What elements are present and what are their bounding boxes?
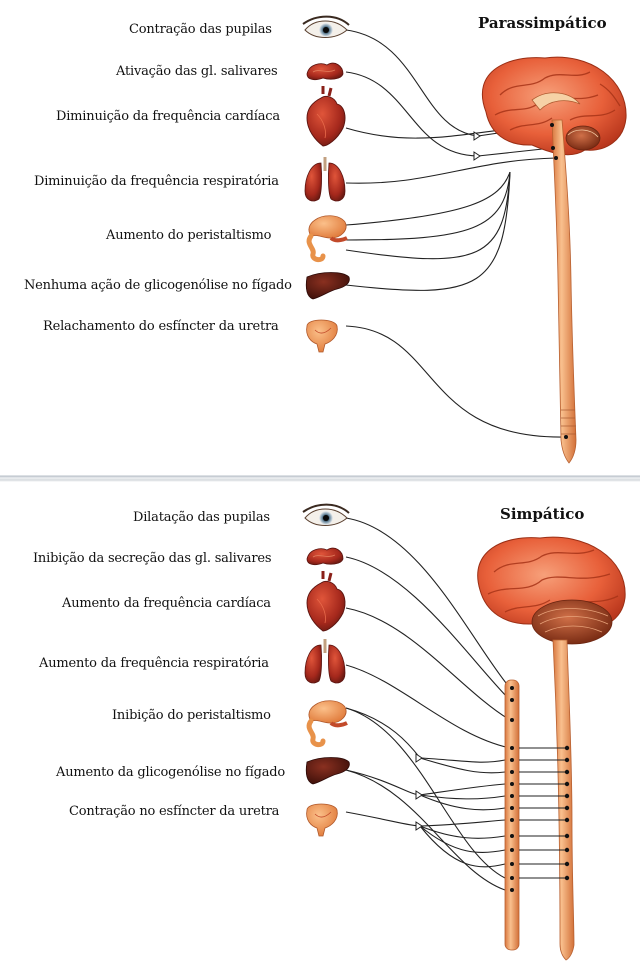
symp-label-salivary: Inibição da secreção das gl. salivares [33, 551, 272, 566]
symp-label-bladder: Contração no esfíncter da uretra [69, 804, 280, 819]
spinal-cord-sympathetic [552, 639, 575, 961]
para-label-gut: Aumento do peristaltismo [106, 228, 272, 243]
nerve-pupils [345, 29, 479, 137]
s-nerve-pupils [345, 517, 511, 689]
cord-nerve-points [550, 123, 568, 439]
para-salivary-gland-icon [306, 62, 344, 81]
brain-illustration [481, 56, 627, 156]
nerve-liver [345, 171, 511, 291]
symp-label-liver: Aumento da glicogenólise no fígado [56, 765, 286, 780]
symp-label-heart: Aumento da frequência cardíaca [62, 596, 271, 611]
sympathetic-ganglia [415, 753, 423, 831]
para-liver-icon [305, 272, 350, 300]
symp-label-gut: Inibição do peristaltismo [112, 708, 271, 723]
s-nerve-salivary [345, 556, 511, 701]
para-label-bladder: Relachamento do esfíncter da uretra [43, 319, 279, 334]
ganglion-marker [415, 753, 423, 763]
spinal-segments [561, 409, 576, 435]
symp-eye-icon [302, 503, 350, 526]
symp-label-lungs: Aumento da frequência respiratória [39, 656, 269, 671]
ganglion-marker [415, 821, 423, 831]
para-label-salivary: Ativação das gl. salivares [116, 64, 278, 79]
nerve-gut-2 [345, 171, 511, 241]
symp-salivary-gland-icon [306, 547, 344, 566]
spinal-cord [551, 119, 577, 464]
s-nerve-heart [345, 607, 511, 721]
para-eye-icon [302, 15, 350, 38]
para-bladder-icon [306, 319, 338, 353]
para-label-liver: Nenhuma ação de glicogenólise no fígado [24, 278, 292, 293]
sympathetic-title: Simpático [500, 505, 585, 523]
sympathetic-nerves [345, 517, 511, 891]
nerve-heart-c [477, 147, 553, 157]
symp-bladder-icon [306, 803, 338, 837]
para-lungs-icon [304, 157, 346, 202]
para-label-pupils: Contração das pupilas [129, 22, 272, 37]
ganglion-marker [473, 151, 481, 161]
ganglion-marker [473, 131, 481, 141]
para-heart-icon [306, 86, 346, 147]
para-label-heart: Diminuição da frequência cardíaca [56, 109, 280, 124]
nerve-lungs [345, 157, 557, 184]
nerve-bladder [345, 325, 567, 438]
s-nerve-lungs [345, 664, 511, 749]
nerve-salivary [345, 71, 479, 157]
nerve-gut-1 [345, 171, 511, 226]
nerve-gut-3 [345, 171, 511, 260]
ganglion-marker [415, 790, 423, 800]
para-stomach-intestine-icon [306, 215, 348, 263]
symp-lungs-icon [304, 639, 346, 684]
s-nerve-bladder [345, 811, 421, 827]
symp-liver-icon [305, 757, 350, 785]
para-label-lungs: Diminuição da frequência respiratória [34, 174, 279, 189]
cord-sympathetic-points [510, 745, 570, 892]
rami-communicantes [519, 747, 568, 879]
parasympathetic-title: Parassimpático [478, 14, 607, 32]
symp-heart-icon [306, 571, 346, 632]
parasympathetic-ganglia [473, 131, 481, 161]
symp-stomach-intestine-icon [306, 700, 348, 748]
section-divider [0, 472, 640, 486]
symp-label-pupils: Dilatação das pupilas [133, 510, 270, 525]
s-nerve-gut [345, 707, 421, 759]
sympathetic-chain [504, 679, 520, 951]
brain-illustration-sympathetic [477, 536, 626, 645]
chain-nerve-points [510, 686, 514, 774]
parasympathetic-nerves [345, 29, 567, 438]
